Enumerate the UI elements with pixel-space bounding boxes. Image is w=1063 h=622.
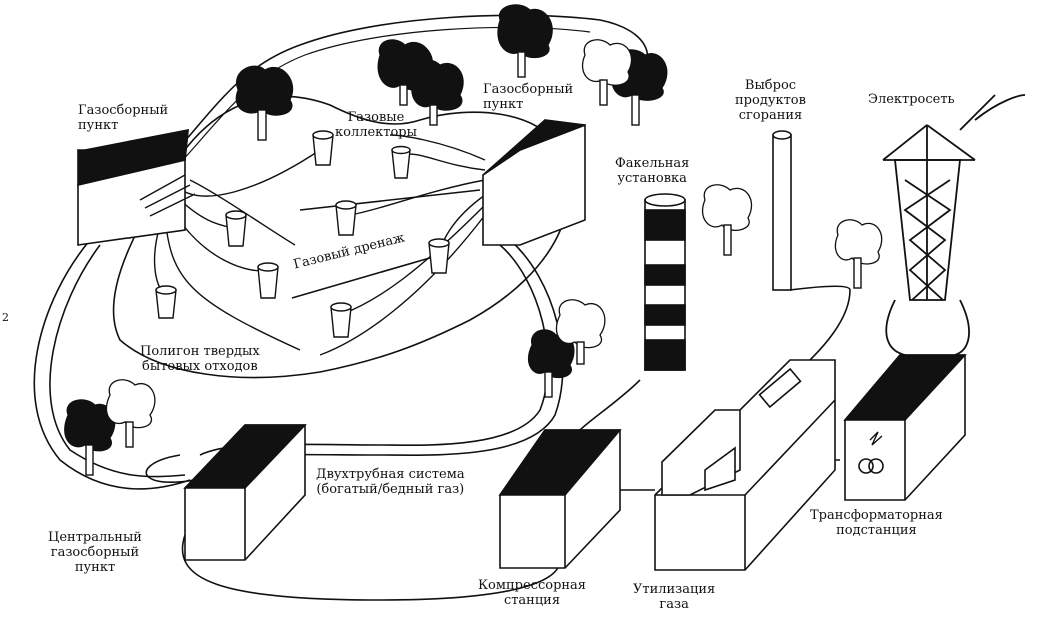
gas-utilization-building	[654, 359, 836, 571]
landfill-outline	[112, 95, 570, 379]
compressor-station	[498, 429, 622, 569]
central-gas-point	[183, 424, 307, 561]
label-two-pipe-system: Двухтрубная система(богатый/бедный газ)	[316, 467, 465, 497]
gas-wells	[155, 130, 450, 338]
power-tower	[882, 94, 1026, 356]
pipeline-top-loop	[139, 14, 649, 191]
gas-point-left	[76, 129, 189, 246]
trees-outline	[105, 39, 883, 429]
emission-chimney	[772, 130, 792, 291]
trees-dark	[64, 4, 668, 452]
transformer-substation	[843, 354, 967, 501]
gas-point-right	[482, 119, 586, 246]
flare-stack	[644, 193, 686, 371]
label-power-grid: Электросеть	[868, 92, 955, 107]
gas-drainage-line-2	[291, 254, 441, 299]
gas-point-left-manifold	[139, 174, 196, 217]
margin-mark: 2	[2, 311, 9, 324]
gas-drainage-line	[299, 189, 481, 211]
tree-trunks	[85, 51, 862, 476]
